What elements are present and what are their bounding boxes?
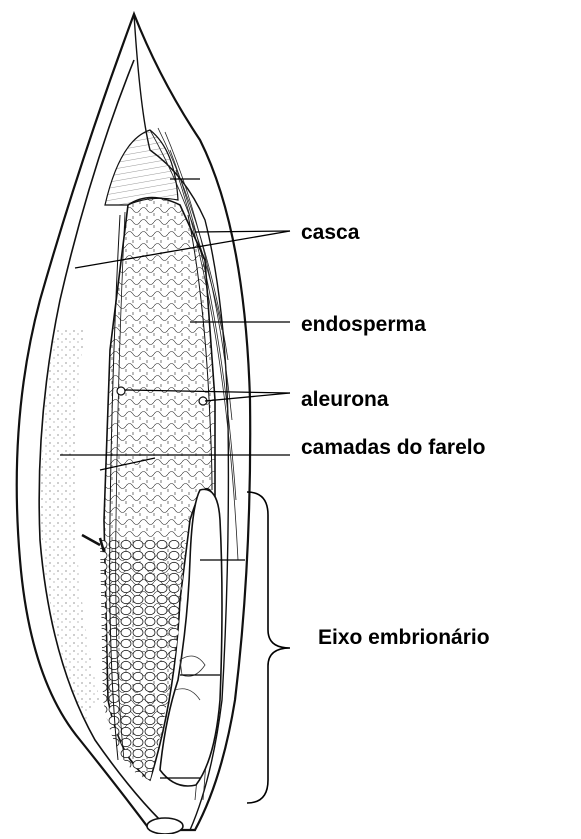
embryo-brace [247, 492, 290, 803]
label-aleurona: aleurona [301, 389, 389, 410]
label-eixo-embrionario: Eixo embrionário [318, 627, 490, 648]
label-camadas-do-farelo: camadas do farelo [301, 437, 485, 458]
label-endosperma: endosperma [301, 314, 426, 335]
label-casca: casca [301, 222, 359, 243]
grain-base [147, 818, 183, 834]
